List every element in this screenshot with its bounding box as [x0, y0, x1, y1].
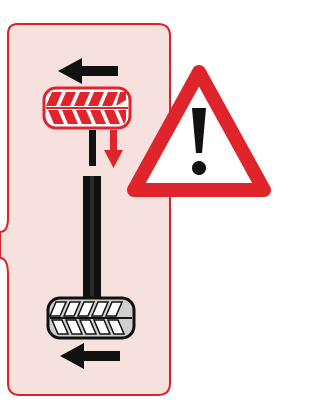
bottom-arrow-left-icon	[60, 343, 120, 369]
upper-rod	[89, 130, 96, 166]
warning-triangle-icon	[127, 65, 271, 197]
bottom-wheel	[46, 296, 136, 340]
top-arrow-left-icon	[58, 58, 118, 84]
top-wheel	[42, 86, 132, 130]
drop-arrow-down-icon	[104, 130, 123, 168]
